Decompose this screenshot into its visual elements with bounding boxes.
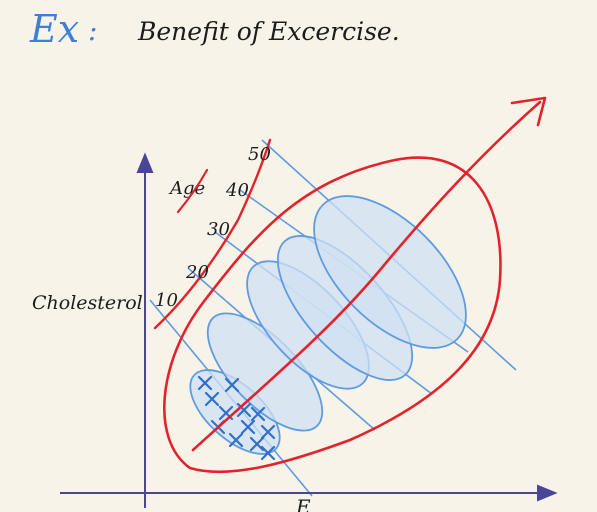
age-tick-30: 30 <box>207 219 230 240</box>
cluster-age-50 <box>313 195 467 349</box>
cross-mark <box>260 424 276 440</box>
age-tick-10: 10 <box>155 290 178 311</box>
diagram-title: Benefit of Excercise. <box>137 17 400 46</box>
x-axis-label: E <box>295 495 311 512</box>
cross-mark <box>197 375 213 391</box>
cross-mark <box>228 432 244 448</box>
x-axis-arrow-icon <box>537 484 558 502</box>
age-tick-50: 50 <box>248 144 271 165</box>
cross-mark <box>224 377 240 393</box>
overall-enclosing-loop <box>163 156 502 474</box>
y-axis-label: Cholesterol <box>32 292 143 314</box>
age-label: Age <box>168 178 205 199</box>
ex-colon: : <box>88 14 97 47</box>
trend-arrow-line <box>191 100 542 452</box>
trend-arrow-head-icon <box>510 96 547 127</box>
age-tick-40: 40 <box>225 180 249 201</box>
axes <box>60 152 558 508</box>
age-axis-line <box>153 138 272 330</box>
age-strike-mark <box>176 168 209 214</box>
cross-mark <box>249 436 265 452</box>
ex-label: Ex <box>29 7 79 51</box>
cross-mark <box>240 419 256 435</box>
cross-mark <box>204 391 220 407</box>
cross-mark <box>250 406 266 422</box>
y-axis-arrow-icon <box>136 152 154 173</box>
age-tick-20: 20 <box>185 262 209 283</box>
cross-mark <box>260 445 276 461</box>
